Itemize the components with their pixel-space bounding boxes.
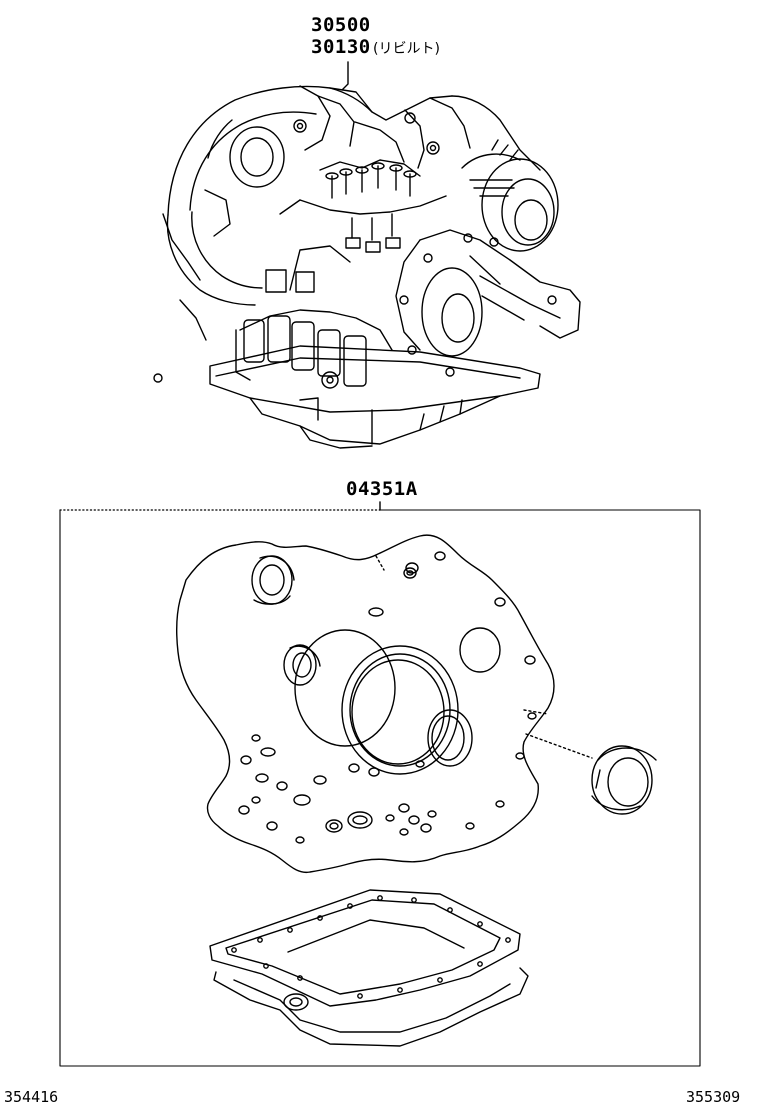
transaxle-assembly-illustration: [154, 62, 580, 448]
seals-and-rings: [252, 556, 656, 835]
part-number-gasket-kit: 04351A: [346, 478, 418, 500]
gasket-kit-frame: [60, 502, 700, 1066]
rebuilt-note: (リビルト): [373, 41, 440, 57]
part-number-rebuilt-transaxle: 30130: [311, 36, 371, 58]
part-number-transaxle: 30500: [311, 14, 371, 36]
footer-code-right: 355309: [686, 1088, 741, 1106]
footer-code-left: 354416: [4, 1088, 59, 1106]
case-gasket-illustration: [177, 535, 592, 872]
leader-line-transaxle: [342, 62, 348, 90]
oil-pan-gasket-illustration: [210, 890, 528, 1046]
